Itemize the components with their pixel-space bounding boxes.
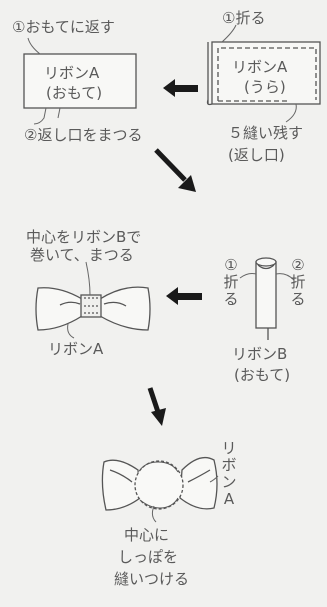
step2-fold-right-number: ② <box>291 256 305 274</box>
leader-lines-step2-right <box>239 273 295 281</box>
step2-fold-right-text: 折る <box>290 273 306 308</box>
leader-lines-step1 <box>27 37 61 125</box>
folded-ribbon-a-back <box>206 41 321 106</box>
step1-blind-stitch-label: ②返し口をまつる <box>24 126 143 144</box>
step3-ribbon-a-vertical-label: リボンA <box>221 439 237 508</box>
step0-ribbon-a-label: リボンA <box>232 58 288 76</box>
arrow-left-1 <box>163 79 198 97</box>
step2-ribbon-b-label: リボンB <box>232 345 288 363</box>
step2-fold-left-number: ① <box>224 256 238 274</box>
step0-fold-label: ①折る <box>222 9 266 27</box>
step1-turn-out-label: ①おもてに返す <box>12 18 115 36</box>
step3-attach-line3: 縫いつける <box>114 570 190 588</box>
step2-wrap-label-line2: 巻いて、まつる <box>30 246 134 264</box>
step0-back-label: (うら) <box>244 78 286 96</box>
finished-bow <box>101 456 218 511</box>
ribbon-b-roll <box>255 257 277 340</box>
leader-lines-step2-left <box>67 261 91 339</box>
step0-return-opening-label: (返し口) <box>228 146 285 164</box>
arrow-down-right-2 <box>147 387 166 426</box>
leader-lines-step3 <box>151 475 219 523</box>
step0-sew-leave-label: ５縫い残す <box>228 124 304 142</box>
step2-wrap-label-line1: 中心をリボンBで <box>26 228 142 246</box>
ribbon-a-front-rect <box>23 53 137 109</box>
step2-front-label: (おもて) <box>234 366 291 384</box>
step2-fold-left-text: 折る <box>223 273 239 308</box>
arrow-down-right-1 <box>154 148 196 192</box>
leader-lines-step0 <box>221 24 297 123</box>
step1-front-label: (おもて) <box>46 84 103 102</box>
step1-ribbon-a-label: リボンA <box>44 64 100 82</box>
step2-ribbon-a-label: リボンA <box>48 340 104 358</box>
step3-attach-line2: しっぽを <box>118 548 179 566</box>
step3-attach-line1: 中心に <box>124 526 170 544</box>
bow-wrapped-center <box>35 286 151 331</box>
arrow-left-2 <box>166 287 202 305</box>
